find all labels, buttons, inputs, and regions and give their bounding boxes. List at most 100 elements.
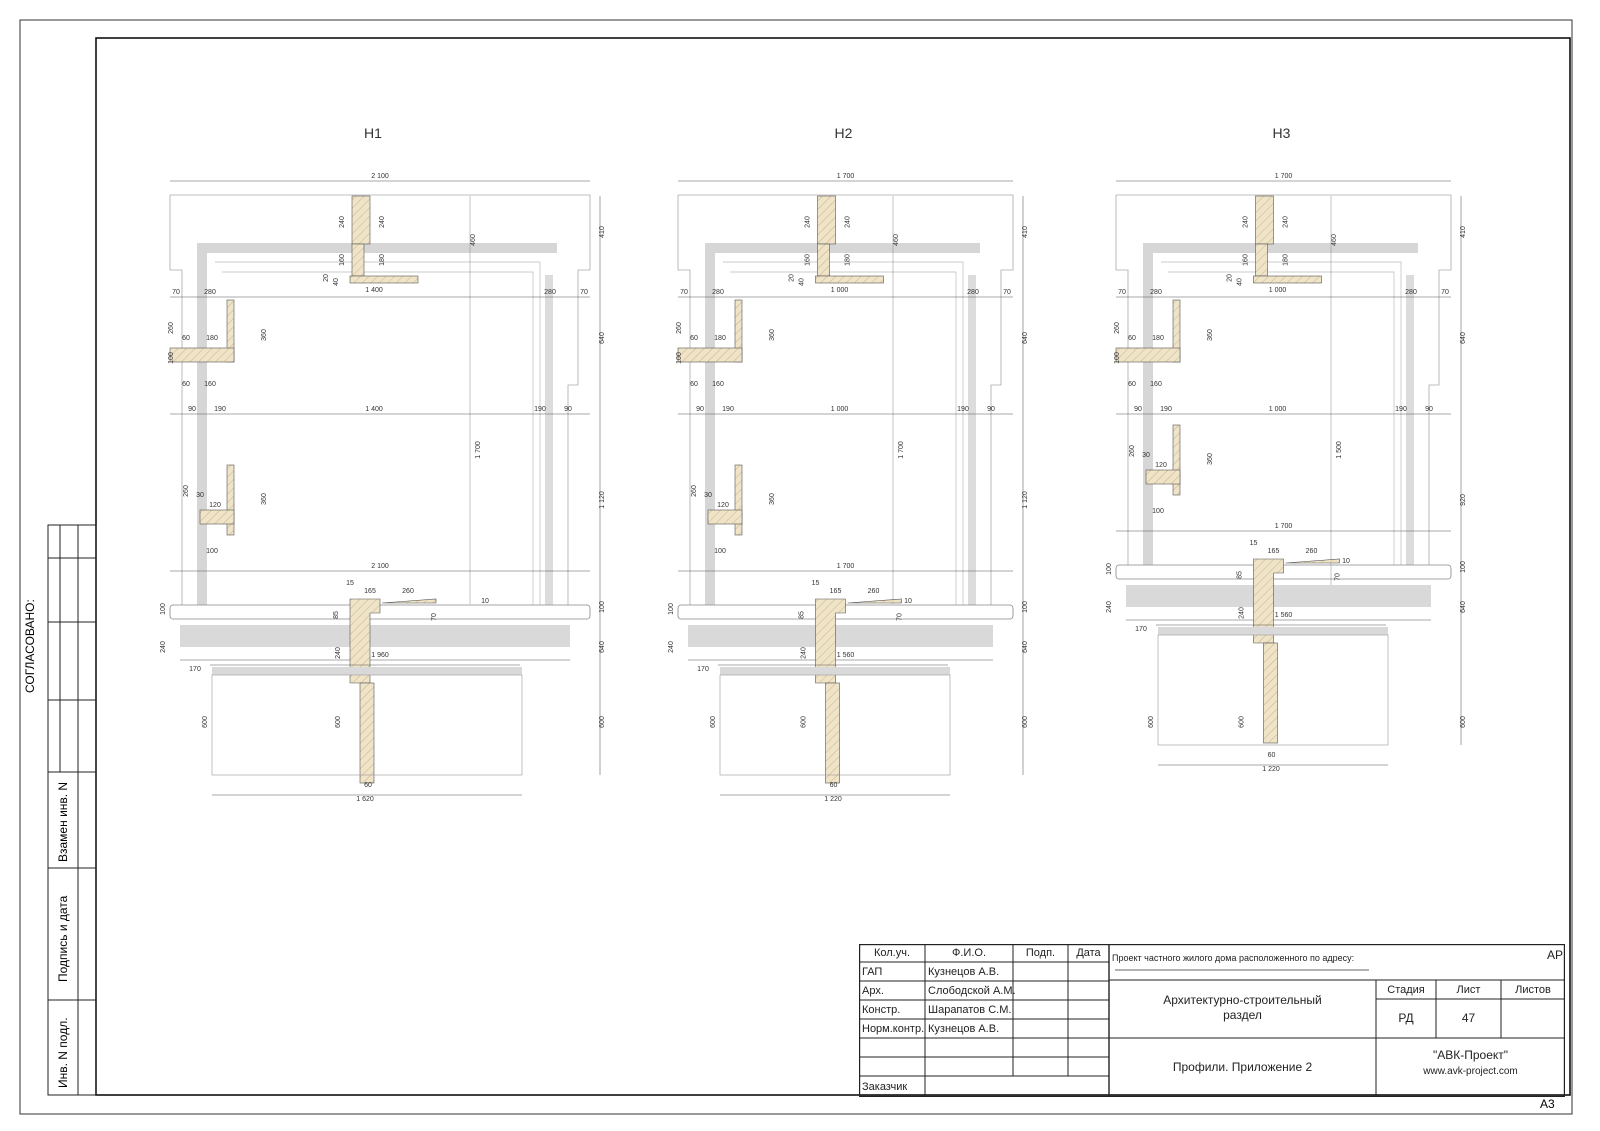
sheet-label: Лист	[1456, 984, 1481, 996]
dim-70: 70	[897, 613, 904, 621]
dim-160h: 160	[712, 381, 724, 388]
dim-180h: 180	[1152, 335, 1164, 342]
dim-40: 40	[799, 278, 806, 286]
dim-600-center: 600	[1239, 716, 1246, 728]
dim-left-280: 280	[204, 289, 216, 296]
dim-head: 240	[805, 216, 812, 228]
name-constr: Шарапатов С.М.	[928, 1004, 1012, 1016]
dim-70: 70	[431, 613, 438, 621]
dim-165: 165	[364, 588, 376, 595]
dim-90: 90	[188, 406, 196, 413]
dim-left-280: 280	[712, 289, 724, 296]
role-arch: Арх.	[862, 985, 884, 997]
dim-lintel: 1 000	[1269, 287, 1287, 294]
dim-head: 240	[1243, 216, 1250, 228]
dim-lintel: 1 400	[365, 287, 383, 294]
project-address: Проект частного жилого дома расположенно…	[1112, 953, 1355, 963]
dim-410: 410	[599, 226, 606, 238]
view-title-n1: Н1	[364, 125, 382, 141]
dim-15: 15	[1250, 540, 1258, 547]
dim-100-left: 100	[1106, 563, 1113, 575]
dim-120: 120	[1155, 462, 1167, 469]
dim-90-r: 90	[1425, 406, 1433, 413]
dim-90-r: 90	[987, 406, 995, 413]
company-website: www.avk-project.com	[1423, 1066, 1518, 1077]
dim-1960: 1 560	[1275, 612, 1293, 619]
dim-1700: 1 500	[1336, 441, 1343, 459]
dim-right-240: 640	[599, 641, 606, 653]
dim-60: 60	[182, 335, 190, 342]
dim-right-280: 280	[544, 289, 556, 296]
role-constr: Констр.	[862, 1004, 901, 1016]
dim-190-r: 190	[1395, 406, 1407, 413]
header-date: Дата	[1076, 947, 1101, 959]
dim-10: 10	[1342, 558, 1350, 565]
dim-410: 410	[1022, 226, 1029, 238]
dim-640: 640	[599, 332, 606, 344]
dim-right-70: 70	[580, 289, 588, 296]
dim-60-bottom: 60	[1268, 752, 1276, 759]
view-title-n3: Н3	[1273, 125, 1291, 141]
dim-15: 15	[812, 580, 820, 587]
dim-20: 20	[1227, 274, 1234, 282]
dim-260: 260	[676, 322, 683, 334]
replaced-inv-label: Взамен инв. N	[56, 782, 70, 862]
stage-label: Стадия	[1387, 984, 1425, 996]
dim-right-240: 640	[1022, 641, 1029, 653]
dim-120: 120	[717, 502, 729, 509]
dim-170: 170	[697, 666, 709, 673]
dim-head: 240	[339, 216, 346, 228]
dim-180: 180	[1283, 254, 1290, 266]
view-title-n2: Н2	[835, 125, 853, 141]
dim-left-70: 70	[172, 289, 180, 296]
dim-360-lower: 360	[769, 493, 776, 505]
dim-30: 30	[196, 492, 204, 499]
dim-1700: 1 700	[475, 441, 482, 459]
section-line-2: раздел	[1223, 1008, 1262, 1022]
dim-60: 60	[1128, 335, 1136, 342]
dim-60-bottom: 60	[364, 782, 372, 789]
dim-240-left: 240	[1106, 601, 1113, 613]
dim-240-left: 240	[160, 641, 167, 653]
dim-640: 640	[1022, 332, 1029, 344]
dim-260: 260	[1114, 322, 1121, 334]
sheet-title: Профили. Приложение 2	[1172, 1060, 1313, 1074]
dim-260-lower: 260	[691, 485, 698, 497]
dim-right-70: 70	[1003, 289, 1011, 296]
header-qty: Кол.уч.	[873, 947, 911, 959]
dim-1960: 1 560	[837, 652, 855, 659]
dim-1960: 1 960	[371, 652, 389, 659]
company-name: "АВК-Проект"	[1432, 1048, 1509, 1062]
dim-1120: 920	[1460, 494, 1467, 506]
dim-600: 600	[1148, 716, 1155, 728]
dim-30: 30	[704, 492, 712, 499]
dim-460: 460	[470, 234, 477, 246]
dim-opening: 1 000	[831, 406, 849, 413]
name-arch: Слободской А.М.	[928, 985, 1016, 997]
dim-bottom: 1 620	[356, 796, 374, 803]
dim-60b: 60	[1128, 381, 1136, 388]
dim-left-70: 70	[1118, 289, 1126, 296]
dim-240-center: 240	[801, 647, 808, 659]
dim-180: 180	[845, 254, 852, 266]
dim-right-600: 600	[1022, 716, 1029, 728]
dim-160: 160	[805, 254, 812, 266]
dim-70: 70	[1335, 573, 1342, 581]
dim-640: 640	[1460, 332, 1467, 344]
dim-overall-top: 1 700	[1275, 173, 1293, 180]
sheets-label: Листов	[1515, 984, 1551, 996]
dim-85: 85	[799, 611, 806, 619]
outer-border	[19, 19, 1573, 1115]
dim-100: 100	[1114, 352, 1121, 364]
dim-head-2: 240	[379, 216, 386, 228]
section-line-1: Архитектурно-строительный	[1163, 993, 1322, 1007]
dim-1700: 1 700	[898, 441, 905, 459]
dim-right-240: 640	[1460, 601, 1467, 613]
signature-date-label: Подпись и дата	[56, 895, 70, 982]
dim-left-280: 280	[1150, 289, 1162, 296]
dim-600: 600	[202, 716, 209, 728]
dim-left-70: 70	[680, 289, 688, 296]
